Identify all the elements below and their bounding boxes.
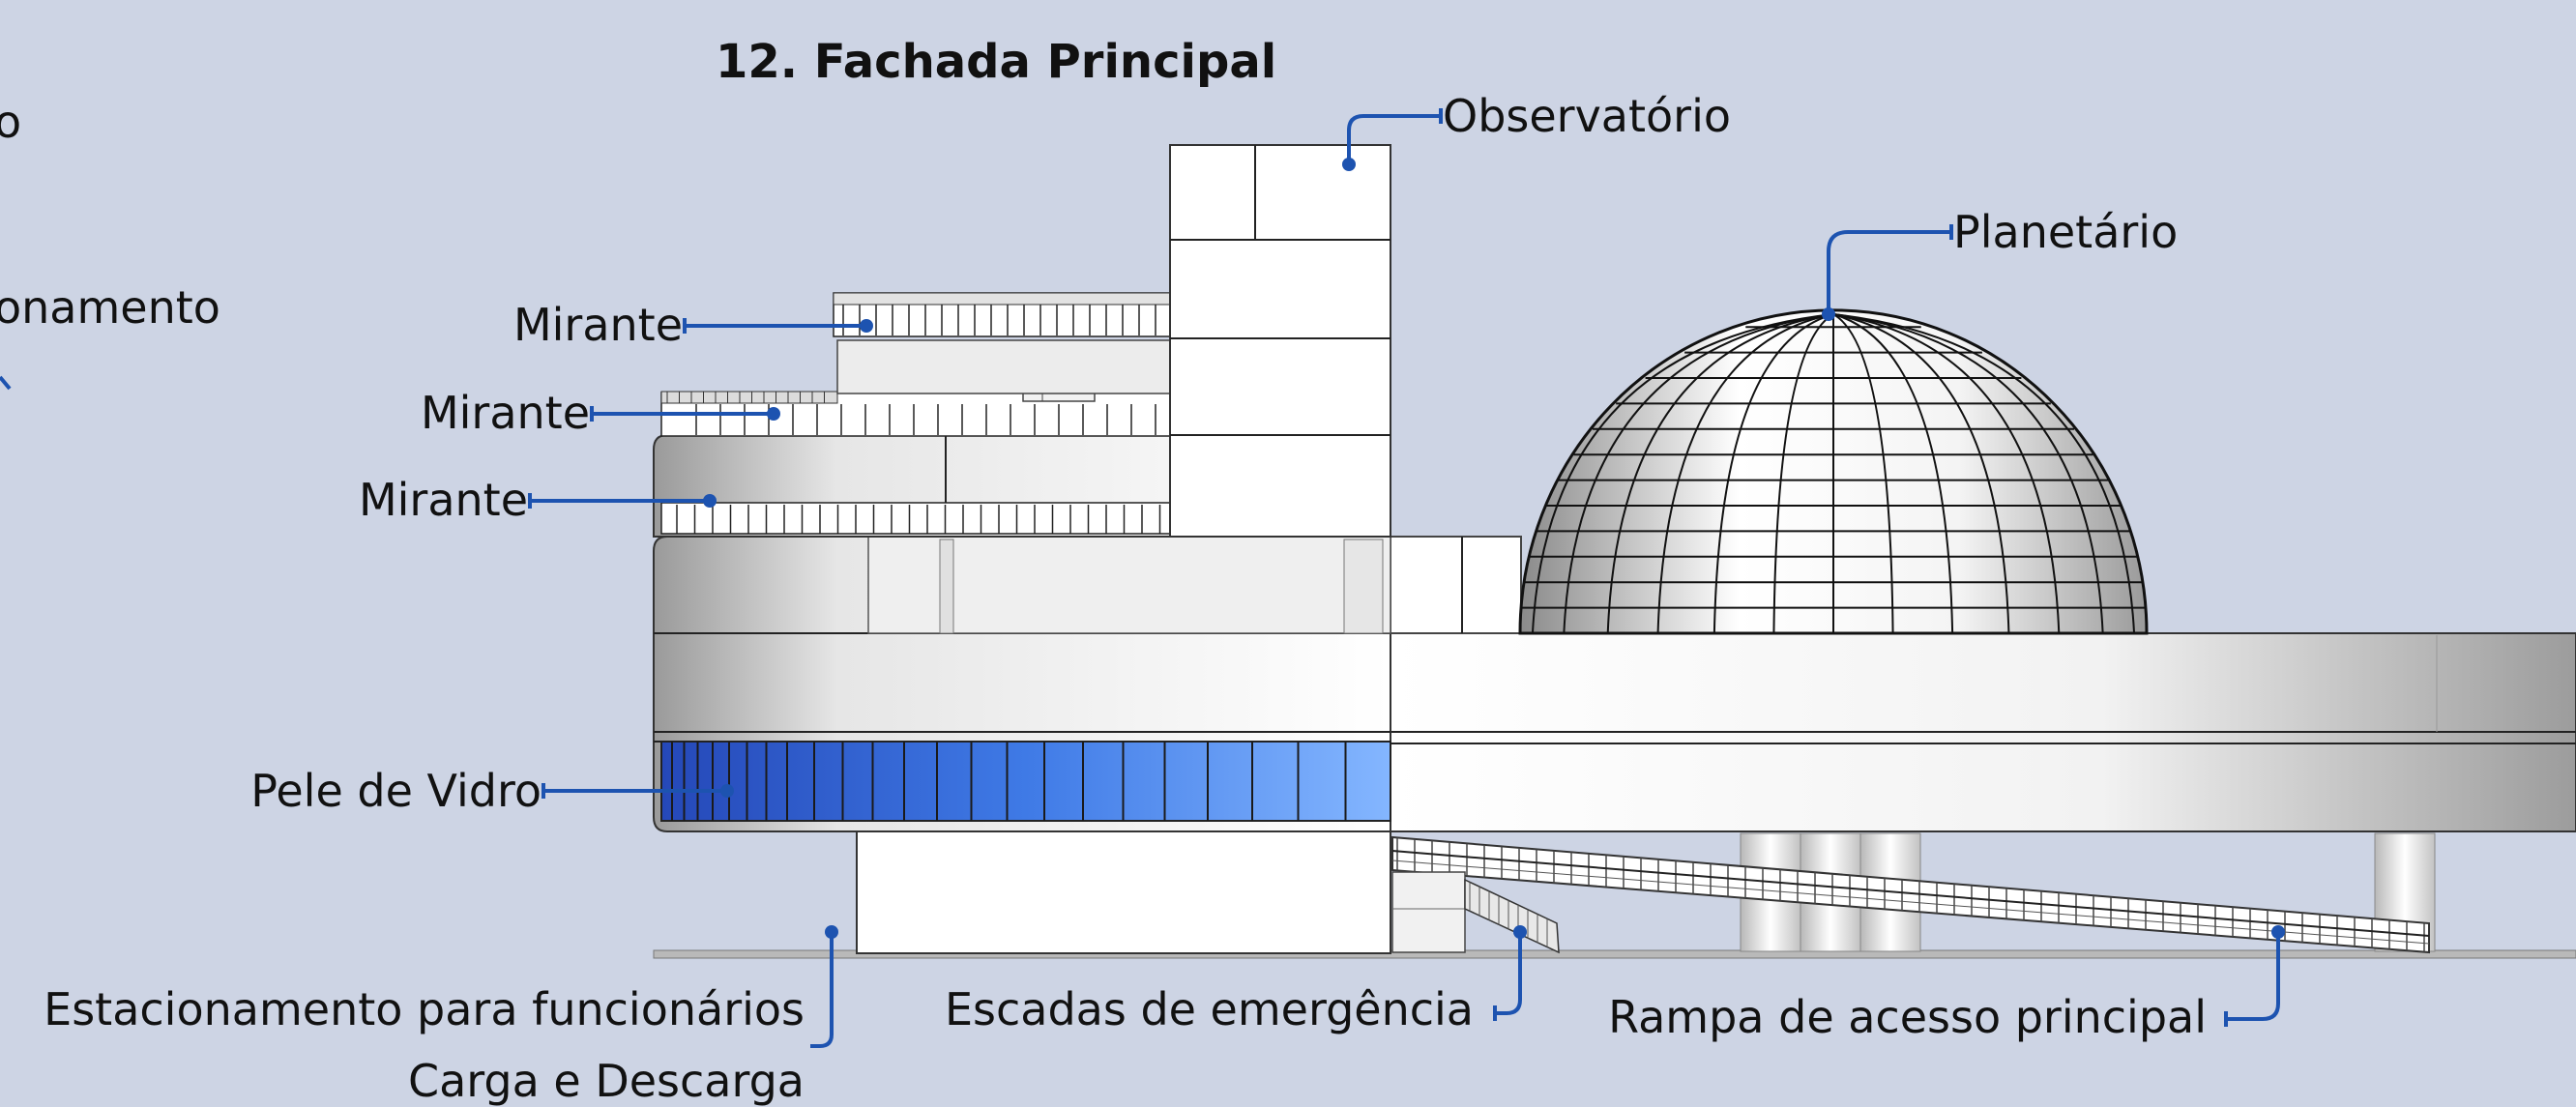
dot-observatorio [1342,158,1356,171]
glass-skin [660,741,1391,822]
access-ramp [1391,835,2430,954]
dome-meridian [1832,313,1894,633]
right-wing [1390,632,2576,832]
dome-meridian [1772,313,1834,633]
label-mirante-1: Mirante [513,299,683,351]
level-1 [833,292,1171,337]
label-partial-mid: onamento [0,281,220,334]
dome-meridian [1832,313,2010,633]
label-mirante-2: Mirante [421,387,590,439]
leader-partial [0,375,12,391]
dome-meridian [1832,313,1954,633]
leader-rampa [2226,932,2280,1021]
label-escadas: Escadas de emergência [945,983,1474,1035]
page-title: 12. Fachada Principal [716,35,1276,89]
dome-meridian [1712,313,1834,633]
observatory-tower [1169,144,1391,538]
label-planetario: Planetário [1953,206,2178,258]
dome-meridian [1563,313,1834,633]
ground-floor-block [856,830,1391,954]
dome-meridian [1531,313,1834,633]
dome-meridian [1832,313,2104,633]
leader-lines [0,108,2285,1048]
label-observatorio: Observatório [1443,90,1731,142]
planetarium-dome [1518,308,2149,635]
level-2 [660,339,1171,437]
dome-meridian [1606,313,1834,633]
ground-line [653,949,2576,959]
dome-meridian [1832,313,2136,633]
leader-escadas [1495,932,1522,1015]
dot-planetario [1822,307,1835,321]
label-rampa: Rampa de acesso principal [1608,991,2207,1043]
label-mirante-3: Mirante [359,474,528,526]
leader-planetario [1827,230,1951,314]
label-estacionamento: Estacionamento para funcionários [44,983,805,1035]
leader-observatorio [1347,114,1441,164]
label-carga-descarga: Carga e Descarga [408,1055,805,1107]
dome-meridian [1656,313,1834,633]
label-pele-de-vidro: Pele de Vidro [250,765,542,817]
emergency-stairs [1391,871,1560,954]
leader-estacionamento [810,932,834,1048]
label-partial-top: o [0,96,21,148]
dome-base [1390,536,1522,634]
dome-meridian [1832,313,2061,633]
